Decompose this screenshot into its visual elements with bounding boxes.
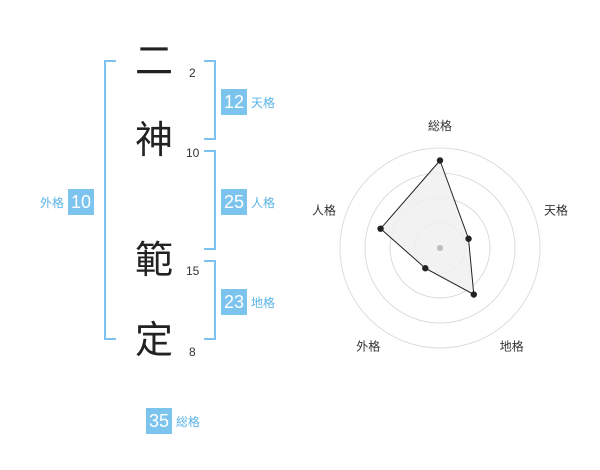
radar-series-polygon [379,159,475,296]
soukaku-label: 総格 [176,414,201,429]
radar-axis-label-4: 外格 [356,339,380,354]
name-char-3: 範 [134,238,173,282]
jinkaku-badge: 25 人格 [221,189,275,215]
gaikaku-badge: 外格 10 [40,189,95,215]
tenkaku-label: 天格 [251,95,276,110]
chikaku-value: 23 [221,289,247,315]
name-char-1: 二 [134,39,173,83]
chikaku-label: 地格 [251,295,276,310]
tenkaku-value: 12 [221,89,247,115]
tenkaku-bracket [204,60,216,140]
gaikaku-bracket [104,60,116,340]
gaikaku-label: 外格 [40,195,65,210]
tenkaku-badge: 12 天格 [221,89,275,115]
radar-point-3 [470,291,477,298]
radar-point-2 [465,235,472,242]
name-char-4: 定 [134,318,173,362]
radar-point-4 [422,265,429,272]
gaikaku-value: 10 [68,189,95,215]
radar-center-point [437,245,443,251]
stroke-count-3: 15 [186,264,200,278]
radar-axis-label-2: 天格 [544,202,568,217]
stroke-count-4: 8 [189,345,196,359]
name-char-2: 神 [134,118,173,162]
radar-point-1 [436,157,444,164]
jinkaku-bracket [204,150,216,250]
radar-point-5 [377,225,384,232]
radar-axis-label-5: 人格 [312,202,336,217]
chikaku-badge: 23 地格 [221,289,275,315]
chikaku-bracket [204,260,216,340]
stroke-count-1: 2 [189,66,196,80]
radar-axis-label-3: 地格 [500,339,524,354]
radar-grid-ring [339,147,541,349]
soukaku-value: 35 [146,408,172,434]
stroke-count-2: 10 [186,146,200,160]
radar-axis-label-1: 総格 [428,118,452,133]
jinkaku-label: 人格 [251,195,276,210]
soukaku-badge: 35 総格 [146,408,200,434]
jinkaku-value: 25 [221,189,247,215]
